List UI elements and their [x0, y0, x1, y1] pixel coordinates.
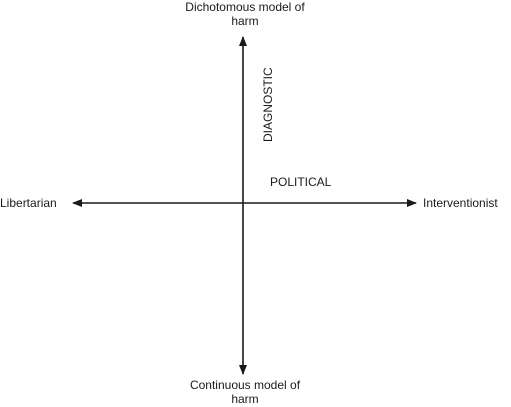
- bottom-pole-label: Continuous model of harm: [150, 378, 340, 406]
- bottom-pole-label-line2: harm: [231, 392, 259, 406]
- right-pole-label: Interventionist: [423, 196, 498, 210]
- bottom-pole-label-line1: Continuous model of: [189, 378, 301, 392]
- vertical-axis-title: DIAGNOSTIC: [261, 67, 275, 142]
- top-pole-label-line2: harm: [231, 14, 259, 28]
- horizontal-axis-title: POLITICAL: [270, 175, 332, 189]
- top-pole-label-line1: Dichotomous model of: [185, 0, 305, 14]
- top-pole-label: Dichotomous model of harm: [150, 0, 340, 28]
- left-pole-label: Libertarian: [0, 196, 57, 210]
